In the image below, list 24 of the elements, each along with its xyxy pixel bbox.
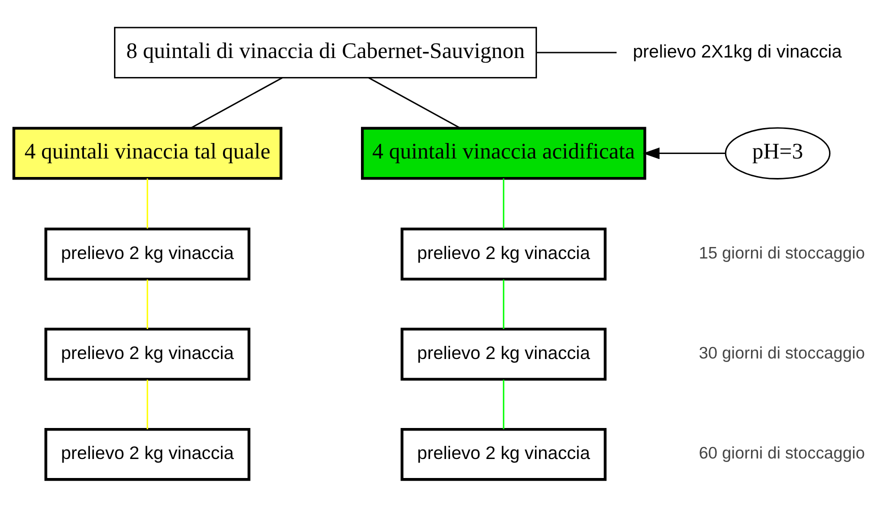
node-ellipse: pH=3 [724, 126, 830, 179]
connector [146, 178, 148, 228]
connector [146, 279, 148, 329]
node-box: prelievo 2 kg vinaccia [44, 327, 250, 380]
connector [368, 76, 461, 128]
connector [536, 51, 617, 53]
node-box: 8 quintali di vinaccia di Cabernet-Sauvignon [114, 26, 537, 78]
node-box: prelievo 2 kg vinaccia [44, 427, 250, 480]
label: 30 giorni di stoccaggio [698, 343, 865, 362]
connector [146, 379, 148, 429]
node-box: prelievo 2 kg vinaccia [400, 327, 607, 380]
arrow [642, 146, 726, 159]
node-text: prelievo 2X1kg di vinaccia [632, 40, 842, 61]
label: 60 giorni di stoccaggio [698, 443, 865, 462]
connector [502, 279, 504, 329]
node-box: prelievo 2 kg vinaccia [400, 427, 607, 480]
connector [190, 76, 283, 128]
node-box: prelievo 2 kg vinaccia [400, 227, 607, 280]
node-box: prelievo 2 kg vinaccia [44, 227, 250, 280]
node-box: 4 quintali vinaccia acidificata [360, 126, 646, 180]
connector [502, 178, 504, 228]
label: 15 giorni di stoccaggio [698, 242, 865, 262]
connector [502, 379, 504, 429]
node-box: 4 quintali vinaccia tal quale [12, 126, 282, 180]
